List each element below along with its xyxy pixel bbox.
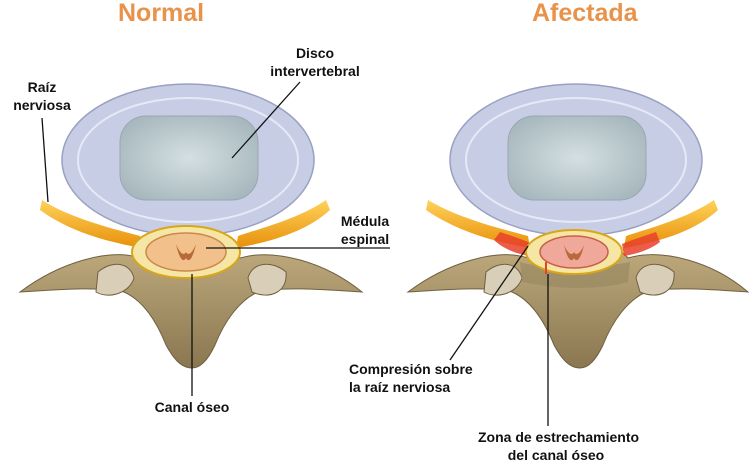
normal-vertebra — [18, 83, 364, 369]
normal-facet-right — [247, 263, 287, 296]
normal-facet-left — [95, 263, 135, 296]
label-nerve-root-line2: nerviosa — [13, 97, 71, 113]
label-bony-canal: Canal óseo — [154, 399, 230, 415]
leader-lines — [41, 81, 549, 426]
label-compression: Compresión sobre la raíz nerviosa — [349, 360, 473, 396]
label-disc: Disco intervertebral — [260, 44, 370, 80]
label-compression-line2: la raíz nerviosa — [349, 379, 451, 395]
leader-disc — [231, 81, 301, 159]
normal-disc-nucleus — [119, 115, 259, 201]
normal-nerve-root-left — [40, 200, 142, 248]
affected-compression-right — [622, 232, 660, 256]
label-disc-line1: Disco — [295, 45, 335, 61]
leader-compression — [449, 245, 529, 361]
normal-disc-ring — [77, 97, 299, 223]
affected-vertebra — [406, 83, 749, 369]
affected-grey-matter — [564, 245, 584, 261]
normal-grey-matter — [176, 244, 196, 261]
label-nerve-root: Raíz nerviosa — [6, 78, 78, 114]
label-spinal-cord-line2: espinal — [340, 231, 390, 247]
title-affected: Afectada — [532, 0, 638, 27]
leader-nerve-root — [41, 117, 49, 203]
affected-facet-right — [635, 263, 675, 296]
normal-nerve-root-right — [236, 200, 330, 248]
label-disc-line2: intervertebral — [270, 63, 360, 79]
label-spinal-cord: Médula espinal — [334, 212, 396, 248]
label-compression-line1: Compresión sobre — [349, 361, 473, 377]
affected-compression-left — [494, 232, 532, 256]
label-nerve-root-line1: Raíz — [27, 79, 57, 95]
label-narrowing-line1: Zona de estrechamiento — [478, 429, 640, 445]
label-spinal-cord-line1: Médula — [340, 213, 390, 229]
title-normal: Normal — [118, 0, 205, 27]
affected-disc-ring — [465, 97, 687, 223]
affected-disc-nucleus — [507, 115, 647, 201]
label-narrowing-line2: del canal óseo — [507, 447, 605, 463]
